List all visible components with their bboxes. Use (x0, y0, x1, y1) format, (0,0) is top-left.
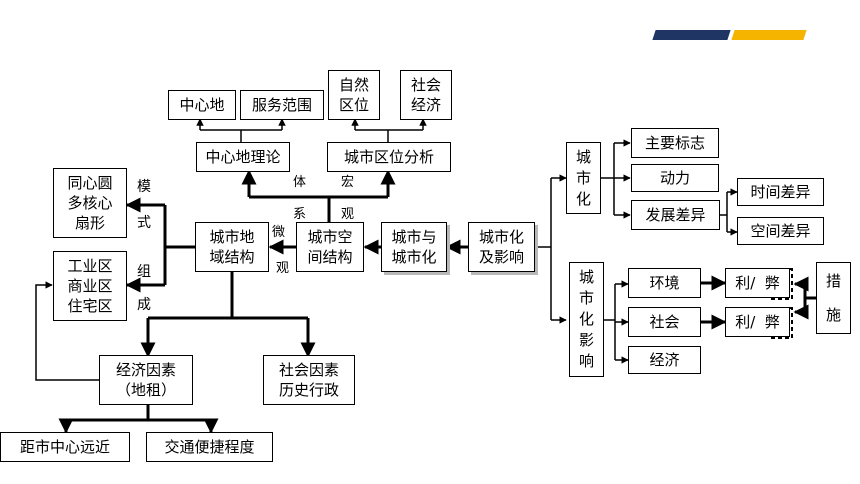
socio-economic-location-box: 社会 经济 (400, 70, 452, 120)
label-hong: 宏 (341, 175, 355, 190)
urbanization-box: 城 市 化 (566, 142, 601, 214)
central-place-theory-box: 中心地理论 (196, 142, 290, 172)
urban-spatial-structure-box: 城市空 间结构 (296, 222, 364, 272)
label-xi: 系 (293, 207, 307, 222)
functional-zones-box: 工业区 商业区 住宅区 (53, 251, 127, 321)
pros-cons-environment-box: 利/ 弊 (725, 268, 790, 298)
pros-cons-society-box: 利/ 弊 (725, 307, 790, 337)
label-wei: 微 (272, 225, 286, 240)
space-difference-box: 空间差异 (737, 217, 824, 245)
society-box: 社会 (628, 307, 701, 337)
urban-regional-structure-box: 城市地 域结构 (195, 222, 269, 272)
main-signs-box: 主要标志 (631, 128, 719, 158)
economic-factors-box: 经济因素 （地租） (99, 355, 193, 405)
label-mo: 模 (137, 179, 151, 195)
distance-to-center-box: 距市中心远近 (0, 432, 130, 462)
social-factors-box: 社会因素 历史行政 (263, 355, 355, 405)
concentric-circle-box: 同心圆 多核心 扇形 (53, 168, 127, 238)
urbanization-effects-box: 城 市 化 影 响 (569, 262, 604, 377)
service-range-box: 服务范围 (240, 90, 324, 120)
label-ti: 体 (293, 175, 307, 190)
economy-box: 经济 (628, 346, 701, 374)
time-difference-box: 时间差异 (737, 178, 824, 206)
development-differences-box: 发展差异 (631, 200, 720, 230)
urban-location-analysis-box: 城市区位分析 (327, 142, 451, 172)
label-cheng: 成 (137, 297, 151, 313)
measures-box: 措 施 (816, 262, 851, 334)
label-shi: 式 (137, 215, 151, 231)
label-guan-1: 观 (341, 207, 355, 222)
driving-force-box: 动力 (631, 164, 719, 192)
urbanization-impact-box: 城市化 及影响 (468, 222, 535, 272)
city-and-urbanization-box: 城市与 城市化 (381, 222, 447, 272)
traffic-convenience-box: 交通便捷程度 (146, 432, 273, 462)
label-zu: 组 (137, 264, 151, 280)
natural-location-box: 自然 区位 (328, 70, 380, 120)
center-place-box: 中心地 (168, 90, 236, 120)
label-guan-2: 观 (276, 261, 290, 276)
environment-box: 环境 (628, 268, 701, 298)
